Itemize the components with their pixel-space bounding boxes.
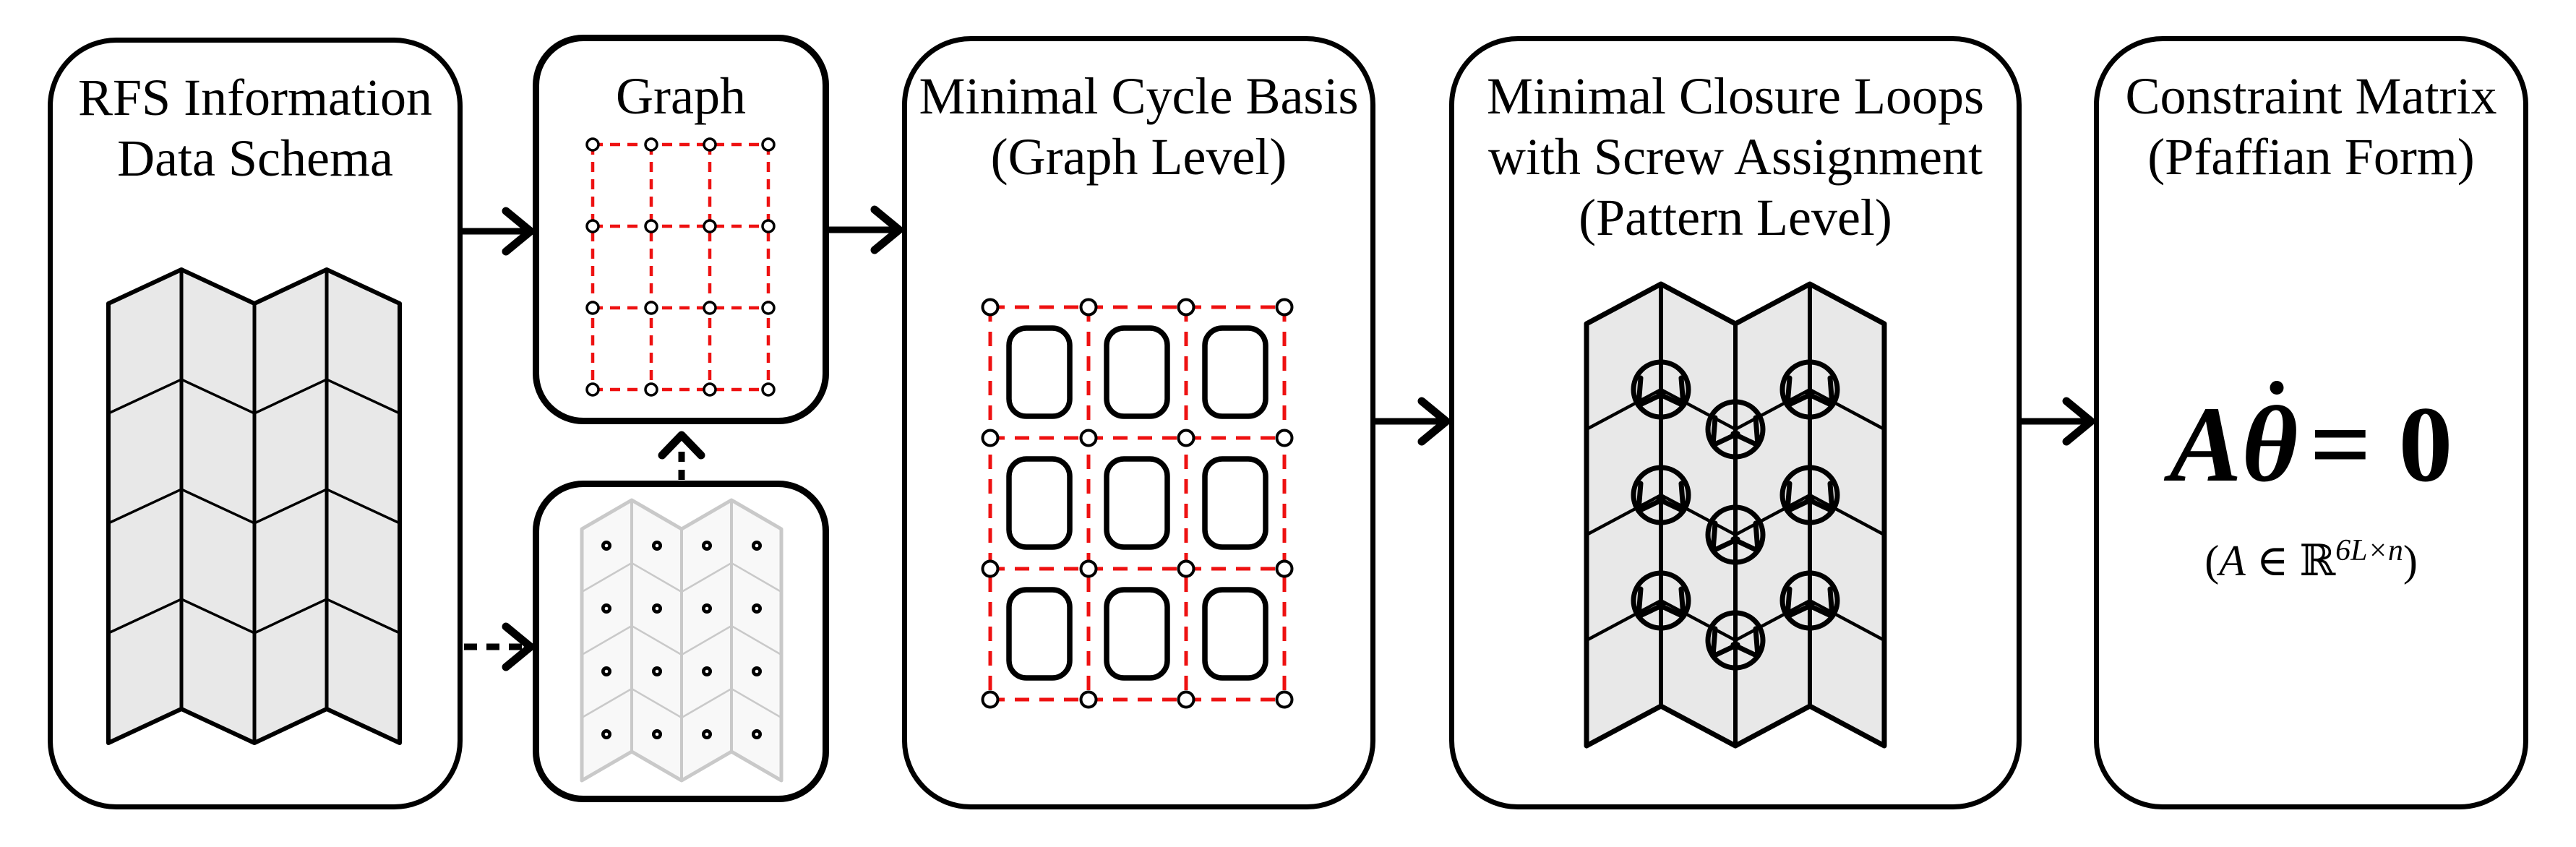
arrow-cycle-basis-to-closure-loops: [1375, 397, 1451, 446]
box-cycle-title-line1: Minimal Cycle Basis: [919, 67, 1359, 125]
box-minimal-closure-loops: Minimal Closure Loops with Screw Assignm…: [1449, 36, 2022, 809]
box-constraint-matrix: Constraint Matrix (Pfaffian Form) Aθ= 0 …: [2094, 36, 2528, 809]
box-constraint-title: Constraint Matrix (Pfaffian Form): [2099, 41, 2523, 187]
note-A: A: [2219, 537, 2246, 585]
box-constraint-title-line1: Constraint Matrix: [2125, 67, 2497, 125]
box-minimal-cycle-basis: Minimal Cycle Basis (Graph Level): [902, 36, 1375, 809]
box-rfs-title-line1: RFS Information: [77, 69, 432, 126]
formula-theta: θ: [2241, 384, 2298, 504]
note-open-paren: (: [2204, 537, 2220, 585]
box-closure-title-line3: (Pattern Level): [1579, 189, 1892, 246]
formula-equals-zero: = 0: [2309, 384, 2453, 504]
box-rfs-information-data-schema: RFS Information Data Schema: [48, 38, 463, 809]
pfaffian-formula-note: (A ∈ ℝ6L×n): [2099, 536, 2523, 586]
theta-dot: [2270, 381, 2284, 395]
arrow-schema-to-pattern-dual: [464, 622, 535, 671]
note-close-paren: ): [2403, 537, 2418, 585]
formula-A: A: [2169, 384, 2242, 504]
box-closure-title: Minimal Closure Loops with Screw Assignm…: [1454, 41, 2017, 248]
box-rfs-title: RFS Information Data Schema: [53, 43, 458, 189]
box-pattern-dual: [533, 481, 829, 802]
note-reals-symbol: ℝ: [2299, 537, 2336, 585]
note-superscript: 6L×n: [2335, 534, 2403, 567]
box-closure-title-line1: Minimal Closure Loops: [1487, 67, 1984, 125]
box-closure-title-line2: with Screw Assignment: [1488, 128, 1983, 186]
arrow-graph-to-cycle-basis: [829, 205, 903, 254]
arrow-pattern-dual-to-graph: [658, 431, 705, 480]
box-cycle-title-line2: (Graph Level): [990, 128, 1287, 186]
box-graph-title-line1: Graph: [616, 67, 746, 125]
box-graph: Graph: [533, 35, 829, 424]
box-cycle-title: Minimal Cycle Basis (Graph Level): [907, 41, 1370, 187]
box-graph-title: Graph: [539, 41, 823, 126]
arrow-closure-loops-to-constraint: [2022, 397, 2095, 446]
box-rfs-title-line2: Data Schema: [117, 129, 393, 187]
arrow-schema-to-graph: [463, 207, 535, 256]
pfaffian-formula: Aθ= 0: [2099, 381, 2523, 504]
box-constraint-title-line2: (Pfaffian Form): [2147, 128, 2475, 186]
note-element-of: ∈: [2245, 537, 2300, 585]
